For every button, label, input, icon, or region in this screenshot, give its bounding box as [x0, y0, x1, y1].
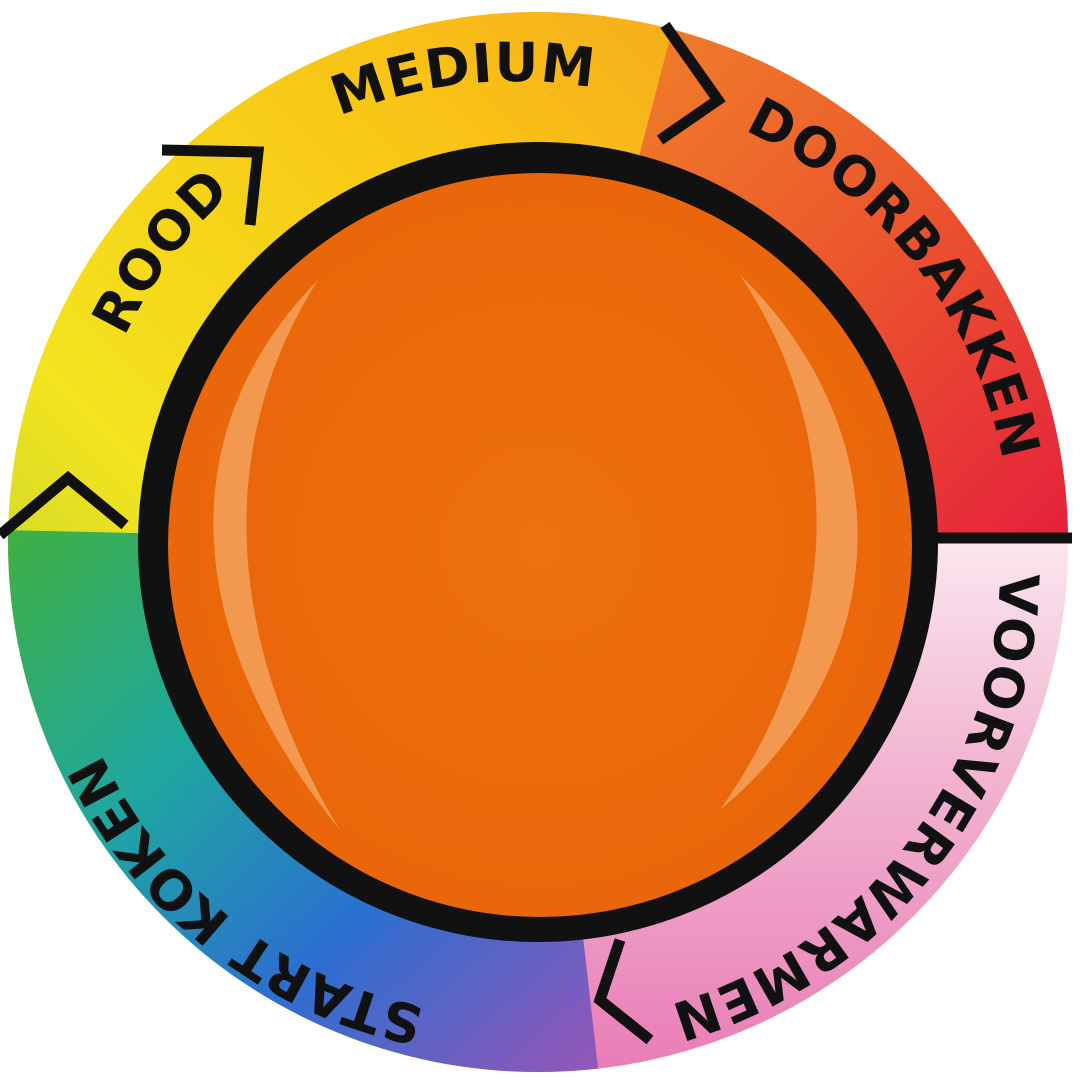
segment-dividers: [0, 21, 1072, 1045]
highlight-left: [213, 280, 340, 830]
highlight-right: [720, 275, 858, 810]
center-button[interactable]: [168, 173, 912, 917]
